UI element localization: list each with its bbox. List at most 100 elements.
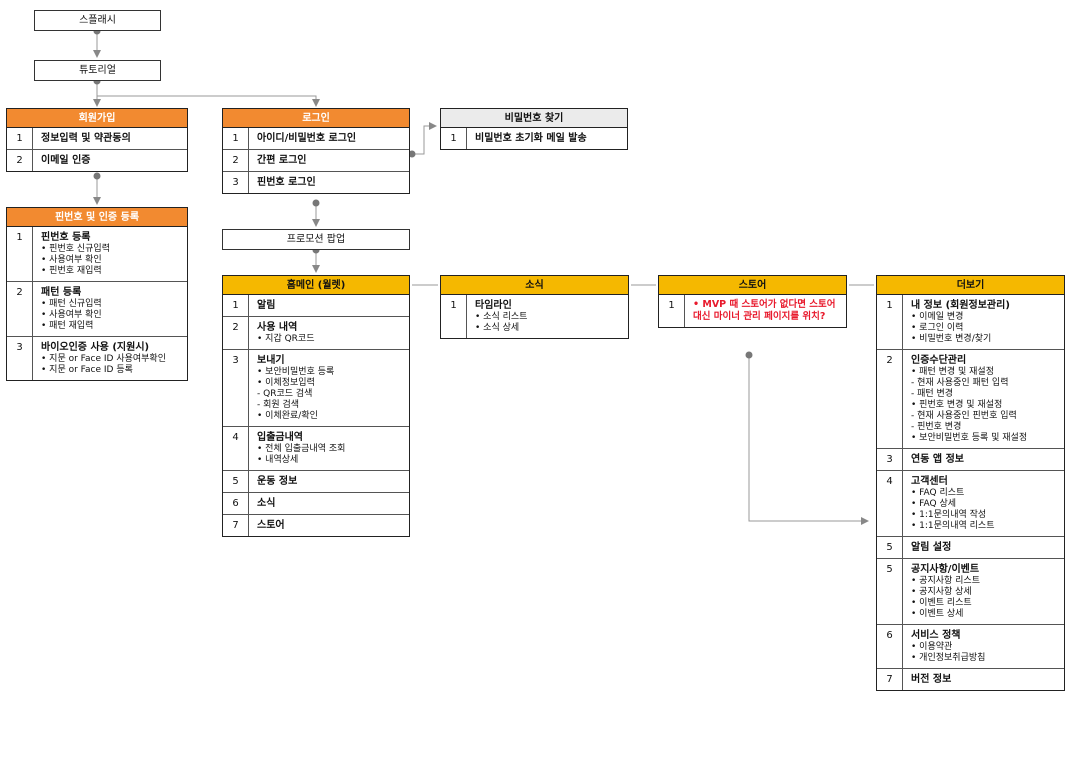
row-subitem: • 보안비밀번호 등록 — [257, 367, 335, 377]
row-title: 버전 정보 — [911, 674, 952, 685]
row-title: 아이디/비밀번호 로그인 — [257, 133, 357, 144]
table-row: 1 정보입력 및 약관동의 — [7, 128, 187, 150]
row-title: 입출금내역 — [257, 432, 303, 443]
row-content: 고객센터• FAQ 리스트• FAQ 상세• 1:1문의내역 작성• 1:1문의… — [903, 471, 1064, 536]
row-note: • MVP 때 스토어가 없다면 스토어 대신 마이너 관리 페이지를 위치? — [693, 299, 836, 322]
row-subitem: • 핀번호 변경 및 재설정 — [911, 400, 1003, 410]
row-content: 바이오인증 사용 (지원시)• 지문 or Face ID 사용여부확인• 지문… — [33, 337, 187, 380]
row-content: 타임라인• 소식 리스트• 소식 상세 — [467, 295, 628, 338]
table-row: 2 이메일 인증 — [7, 150, 187, 171]
row-title: 연동 앱 정보 — [911, 454, 964, 465]
row-number: 6 — [877, 625, 903, 668]
row-number: 1 — [441, 128, 467, 149]
row-content: 보내기• 보안비밀번호 등록• 이체정보입력 - QR코드 검색 - 회원 검색… — [249, 350, 409, 426]
table-header: 소식 — [441, 276, 628, 295]
row-number: 7 — [877, 669, 903, 690]
row-content: 버전 정보 — [903, 669, 1064, 690]
table-header: 더보기 — [877, 276, 1064, 295]
row-content: 아이디/비밀번호 로그인 — [249, 128, 409, 149]
row-number: 1 — [7, 227, 33, 281]
row-title: 사용 내역 — [257, 322, 298, 333]
row-subitem: • 1:1문의내역 리스트 — [911, 521, 995, 531]
row-subitem: • 소식 리스트 — [475, 312, 528, 322]
table-header: 회원가입 — [7, 109, 187, 128]
node-tutorial: 튜토리얼 — [34, 60, 161, 81]
row-number: 6 — [223, 493, 249, 514]
table-header: 핀번호 및 인증 등록 — [7, 208, 187, 227]
row-subitem: • FAQ 리스트 — [911, 488, 965, 498]
row-subitem: • FAQ 상세 — [911, 499, 957, 509]
row-subitem: • 이벤트 리스트 — [911, 598, 972, 608]
row-number: 4 — [877, 471, 903, 536]
row-subitem: • 1:1문의내역 작성 — [911, 510, 987, 520]
row-subitem: • 이용약관 — [911, 642, 953, 652]
row-content: 스토어 — [249, 515, 409, 536]
row-subitem: • 보안비밀번호 등록 및 재설정 — [911, 433, 1028, 443]
node-promo-popup: 프로모션 팝업 — [222, 229, 410, 250]
connector-store-more-item — [748, 355, 869, 525]
table-header: 스토어 — [659, 276, 846, 295]
row-title: 간편 로그인 — [257, 155, 307, 166]
row-subitem: - 회원 검색 — [257, 400, 300, 410]
row-content: 알림 — [249, 295, 409, 316]
row-subitem: • 지문 or Face ID 등록 — [41, 365, 133, 375]
row-number: 5 — [223, 471, 249, 492]
row-subitem: • 공지사항 상세 — [911, 587, 972, 597]
row-content: 소식 — [249, 493, 409, 514]
row-title: 고객센터 — [911, 476, 948, 487]
row-subitem: • 패턴 재입력 — [41, 321, 94, 331]
row-title: 인증수단관리 — [911, 355, 967, 366]
row-content: 입출금내역• 전체 입출금내역 조회• 내역상세 — [249, 427, 409, 470]
row-number: 1 — [223, 128, 249, 149]
row-content: 패턴 등록• 패턴 신규입력• 사용여부 확인• 패턴 재입력 — [33, 282, 187, 336]
row-subitem: - 현재 사용중인 패턴 입력 — [911, 378, 1009, 388]
row-subitem: • 이벤트 상세 — [911, 609, 964, 619]
row-title: 스토어 — [257, 520, 285, 531]
row-number: 5 — [877, 537, 903, 558]
row-title: 정보입력 및 약관동의 — [41, 133, 131, 144]
row-subitem: • 공지사항 리스트 — [911, 576, 980, 586]
row-content: 인증수단관리• 패턴 변경 및 재설정- 현재 사용중인 패턴 입력- 패턴 변… — [903, 350, 1064, 448]
row-number: 2 — [223, 317, 249, 349]
row-content: 핀번호 등록• 핀번호 신규입력• 사용여부 확인• 핀번호 재입력 — [33, 227, 187, 281]
row-title: 이메일 인증 — [41, 155, 91, 166]
row-subitem: - 현재 사용중인 핀번호 입력 — [911, 411, 1017, 421]
table-row: 7 버전 정보 — [877, 669, 1064, 690]
row-content: 연동 앱 정보 — [903, 449, 1064, 470]
row-title: 공지사항/이벤트 — [911, 564, 980, 575]
row-content: 정보입력 및 약관동의 — [33, 128, 187, 149]
row-number: 2 — [7, 282, 33, 336]
row-number: 2 — [7, 150, 33, 171]
row-subitem: • 패턴 신규입력 — [41, 299, 102, 309]
row-title: 알림 — [257, 300, 276, 311]
row-number: 3 — [7, 337, 33, 380]
table-header: 비밀번호 찾기 — [441, 109, 627, 128]
row-title: 서비스 정책 — [911, 630, 961, 641]
row-title: 타임라인 — [475, 300, 512, 311]
row-subitem: • 이체완료/확인 — [257, 411, 318, 421]
row-number: 1 — [7, 128, 33, 149]
row-number: 1 — [877, 295, 903, 349]
row-number: 3 — [223, 172, 249, 193]
row-subitem: • 이메일 변경 — [911, 312, 964, 322]
row-number: 3 — [223, 350, 249, 426]
row-content: 운동 정보 — [249, 471, 409, 492]
row-number: 2 — [877, 350, 903, 448]
row-content: 이메일 인증 — [33, 150, 187, 171]
